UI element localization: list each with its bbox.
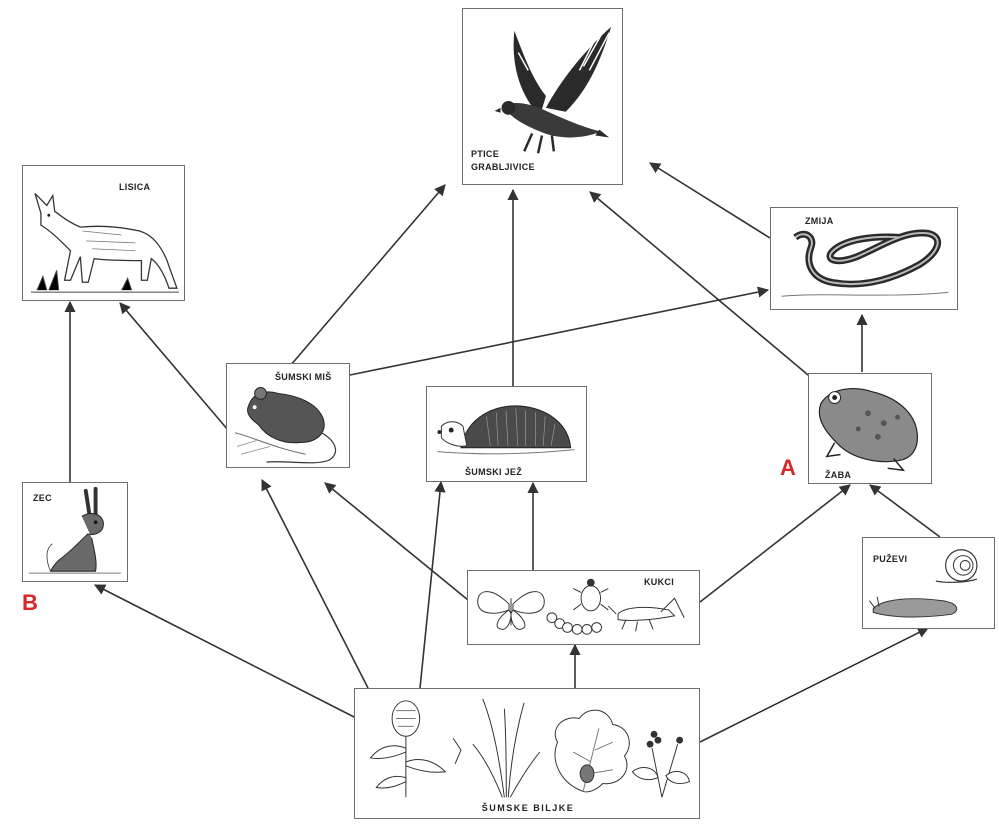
node-birds-of-prey: PTICE GRABLJIVICE: [462, 8, 623, 185]
frog-illustration: [809, 374, 931, 483]
arrow-mouse-to-fox: [120, 303, 228, 430]
label-hedgehog: ŠUMSKI JEŽ: [465, 467, 522, 477]
arrow-plants-to-mouse: [262, 480, 368, 688]
oak-leaf-drawing: [555, 710, 629, 792]
arrow-plants-to-hare: [95, 585, 360, 720]
node-snake: ZMIJA: [770, 207, 958, 310]
beetle-drawing: [573, 579, 608, 611]
label-snake: ZMIJA: [805, 216, 834, 226]
snake-illustration: [771, 208, 957, 309]
arrow-plants-to-snails: [700, 628, 928, 742]
label-fox: LISICA: [119, 182, 150, 192]
caterpillar-drawing: [547, 613, 602, 634]
label-snails: PUŽEVI: [873, 554, 907, 564]
arrow-snails-to-frog: [870, 485, 940, 537]
grass-drawing: [473, 699, 540, 797]
arrow-insects-to-frog: [700, 485, 850, 602]
arrow-mouse-to-snake: [350, 290, 768, 375]
grasshopper-drawing: [608, 598, 684, 631]
label-mouse: ŠUMSKI MIŠ: [275, 372, 332, 382]
plant-1-drawing: [370, 701, 461, 798]
node-hare: ZEC: [22, 482, 128, 582]
marker-b: B: [22, 590, 38, 616]
arrow-plants-to-hedgehog: [420, 482, 441, 688]
node-snails: PUŽEVI: [862, 537, 995, 629]
plants-illustration: [355, 689, 699, 818]
label-hare: ZEC: [33, 493, 52, 503]
label-insects: KUKCI: [644, 577, 674, 587]
arrow-insects-to-mouse: [325, 483, 468, 600]
label-frog: ŽABA: [825, 470, 851, 480]
label-birds-line2: GRABLJIVICE: [471, 162, 535, 172]
node-frog: ŽABA: [808, 373, 932, 484]
node-fox: LISICA: [22, 165, 185, 301]
snails-illustration: [863, 538, 994, 628]
marker-a: A: [780, 455, 796, 481]
label-plants: ŠUMSKE BILJKE: [355, 803, 701, 813]
node-forest-mouse: ŠUMSKI MIŠ: [226, 363, 350, 468]
label-birds-line1: PTICE: [471, 149, 499, 159]
node-insects: KUKCI: [467, 570, 700, 645]
fox-illustration: [23, 166, 184, 300]
arrow-snake-to-birds: [650, 163, 770, 238]
berry-plant-drawing: [632, 731, 689, 797]
butterfly-drawing: [478, 592, 545, 630]
snail-shell-drawing: [936, 550, 977, 583]
arrow-mouse-to-birds: [290, 185, 445, 366]
node-forest-hedgehog: ŠUMSKI JEŽ: [426, 386, 587, 482]
node-forest-plants: ŠUMSKE BILJKE: [354, 688, 700, 819]
slug-drawing: [869, 597, 957, 617]
